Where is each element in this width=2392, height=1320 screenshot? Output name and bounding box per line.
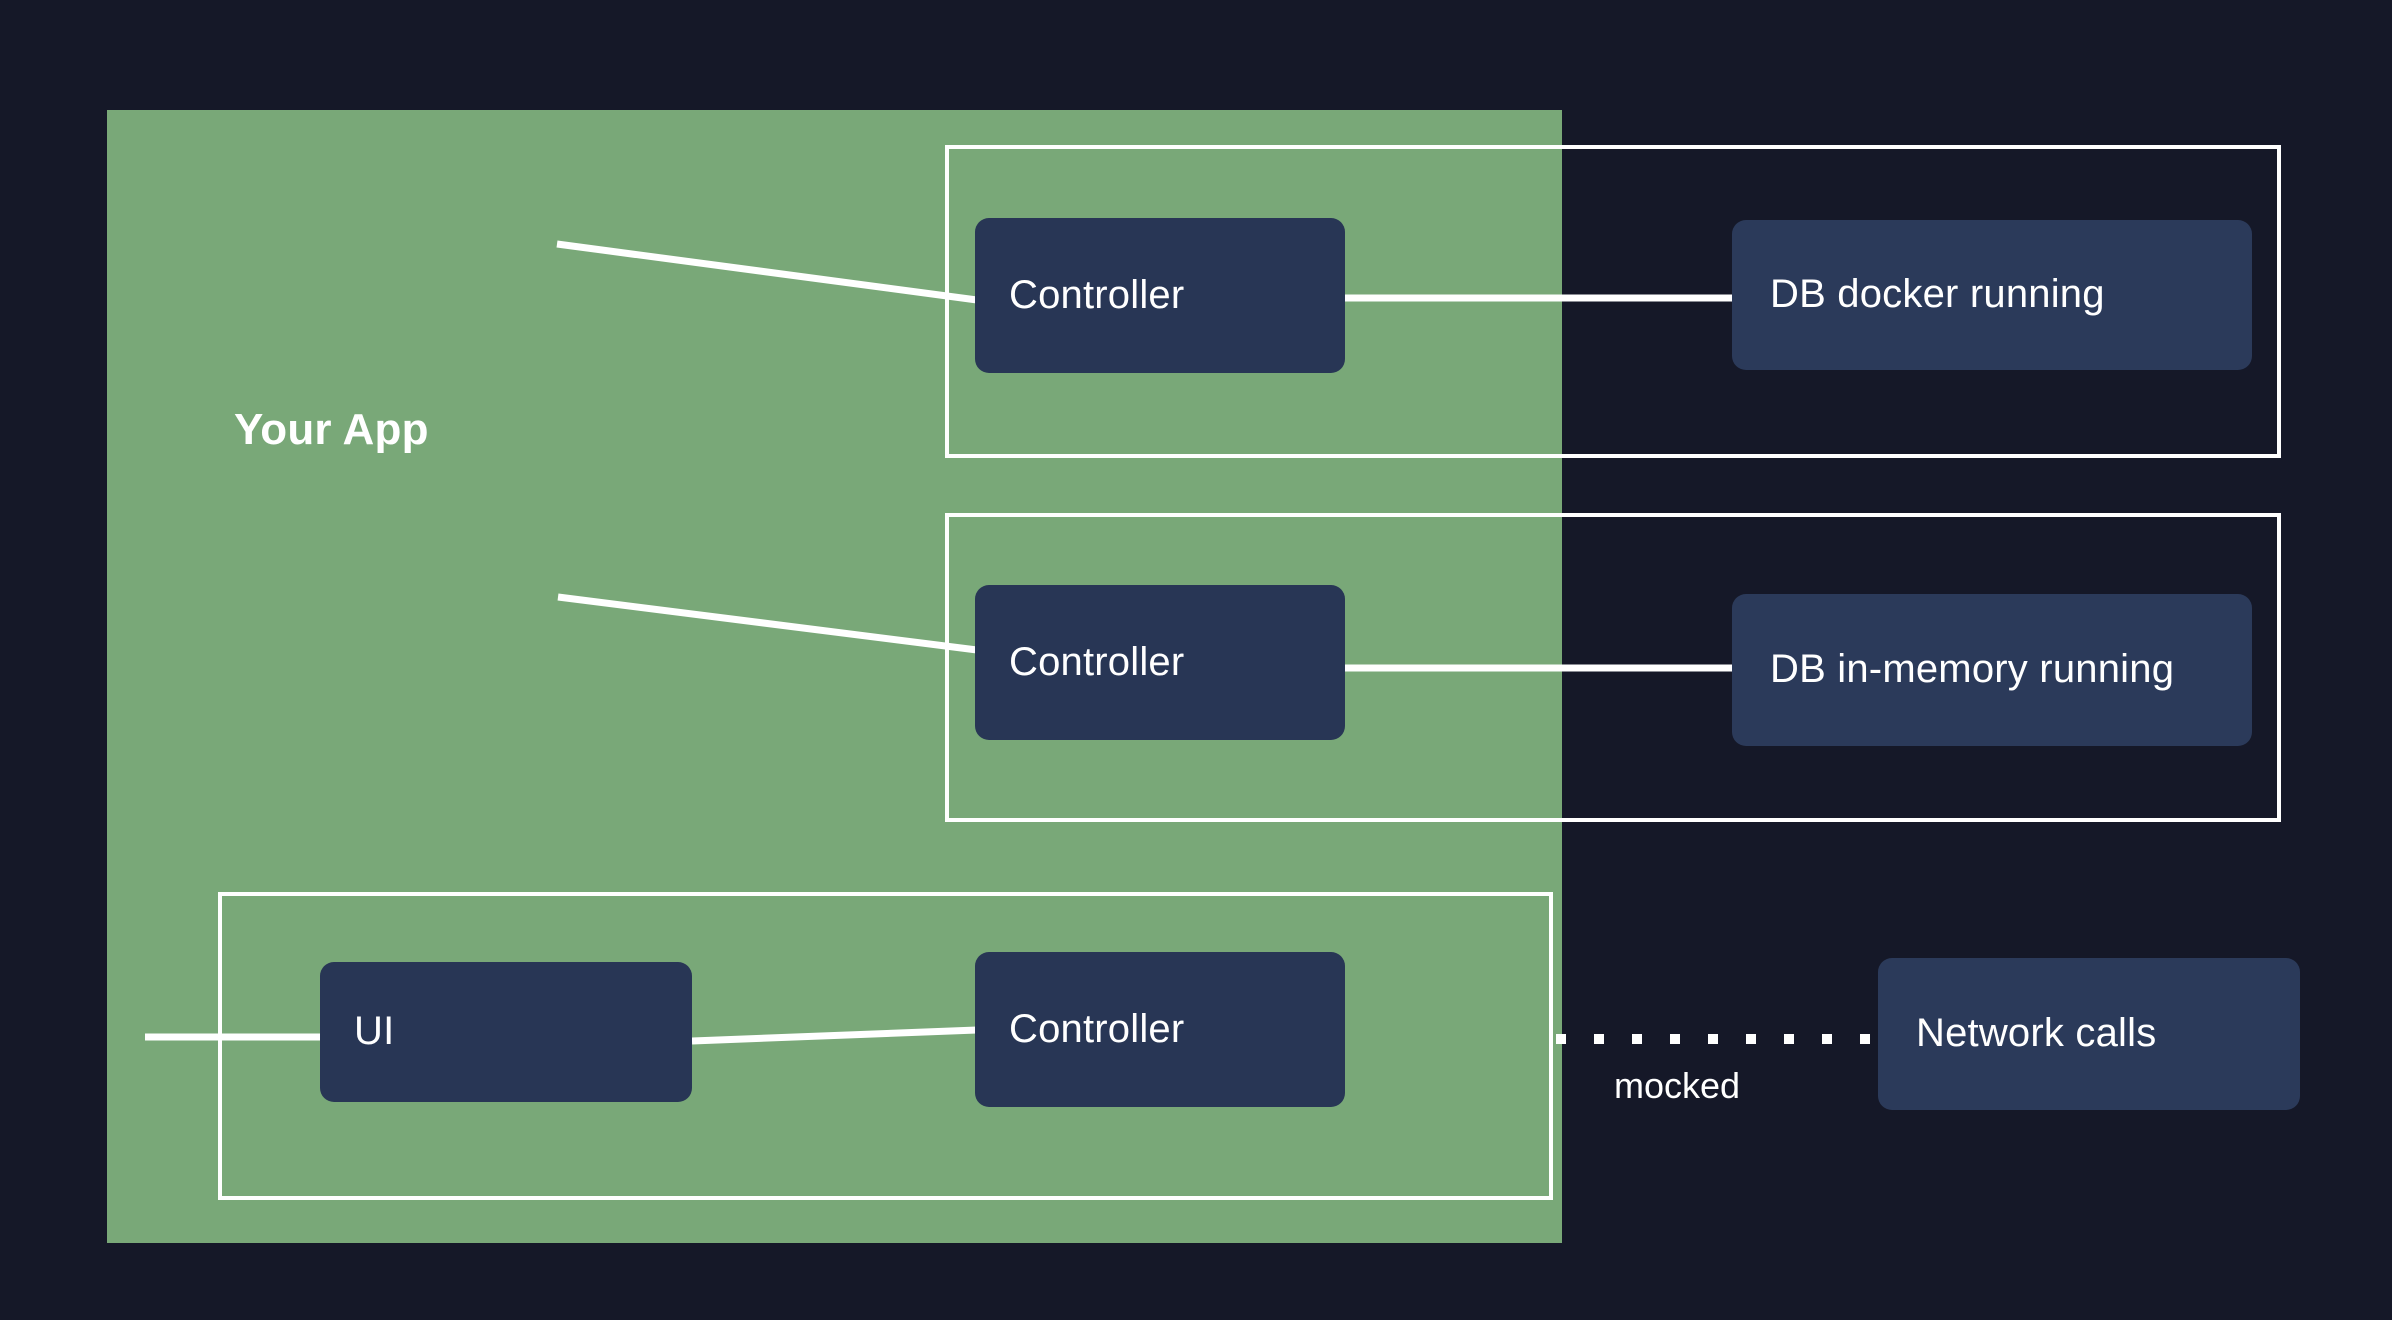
node-controller-1-label: Controller — [1009, 272, 1185, 317]
node-controller-2-label: Controller — [1009, 639, 1185, 684]
node-db-docker-running[interactable]: DB docker running — [1732, 220, 2252, 370]
test-scope-box-db-in-memory — [945, 513, 2281, 822]
node-controller-2[interactable]: Controller — [975, 585, 1345, 740]
node-ui-label: UI — [354, 1009, 395, 1054]
node-ui[interactable]: UI — [320, 962, 692, 1102]
node-controller-1[interactable]: Controller — [975, 218, 1345, 373]
node-db-in-memory-running[interactable]: DB in-memory running — [1732, 594, 2252, 746]
page-title: Your App — [234, 405, 429, 454]
node-network-calls[interactable]: Network calls — [1878, 958, 2300, 1110]
test-scope-box-ui — [218, 892, 1553, 1200]
node-controller-3[interactable]: Controller — [975, 952, 1345, 1107]
node-db-in-memory-running-label: DB in-memory running — [1770, 647, 2175, 692]
node-db-docker-running-label: DB docker running — [1770, 272, 2105, 317]
edge-label-mocked: mocked — [1614, 1065, 1741, 1106]
node-network-calls-label: Network calls — [1916, 1011, 2157, 1056]
node-controller-3-label: Controller — [1009, 1006, 1185, 1051]
